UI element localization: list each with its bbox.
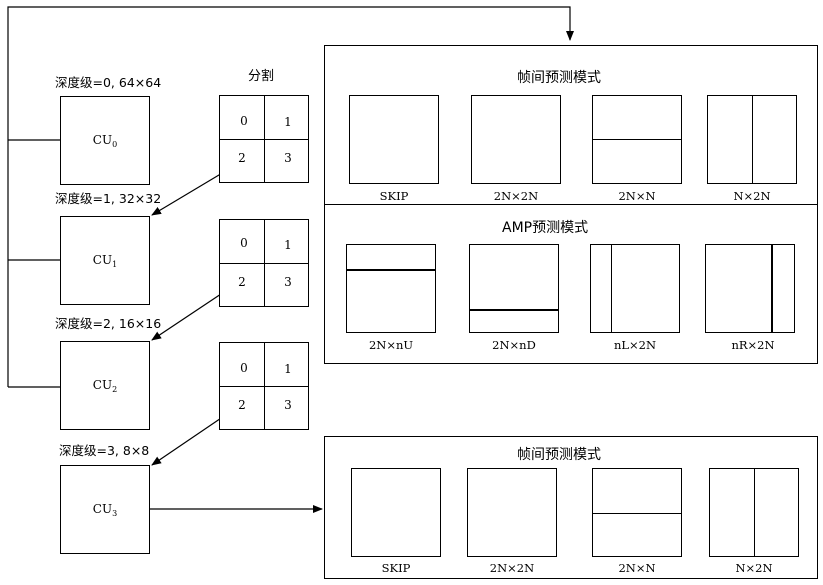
cu-block-3: CU3 [60,465,150,554]
quadrant-label: 3 [278,151,298,165]
mode-caption: nR×2N [708,338,798,352]
mode-caption: nL×2N [590,338,680,352]
mode-caption: SKIP [351,561,441,575]
quadrant-label: 0 [234,361,254,375]
cu-label: CU0 [93,133,117,149]
quadrant-label: 0 [234,236,254,250]
mode-skip-bottom [351,468,441,557]
mode-caption: 2N×N [592,189,682,203]
panel-divider [325,204,817,205]
quadrant-label: 2 [232,151,252,165]
prediction-panel-bottom: 帧间预测模式 SKIP 2N×2N 2N×N N×2N [324,436,818,579]
mode-caption: 2N×2N [471,189,561,203]
mode-2nxn-top [592,95,682,184]
mode-2nx2n-top [471,95,561,184]
mode-nrx2n [705,244,795,333]
depth-label-0: 深度级=0, 64×64 [55,75,161,90]
cu-label: CU3 [93,502,117,518]
mode-caption: 2N×nD [469,338,559,352]
mode-2nxn-bottom [592,468,682,557]
mode-caption: N×2N [709,561,799,575]
mode-caption: 2N×N [592,561,682,575]
mode-nlx2n [590,244,680,333]
mode-caption: 2N×2N [467,561,557,575]
quadrant-label: 0 [234,114,254,128]
depth-label-1: 深度级=1, 32×32 [55,191,161,206]
mode-skip-top [349,95,439,184]
mode-caption: SKIP [349,189,439,203]
cu-label: CU2 [93,378,117,394]
mode-caption: 2N×nU [346,338,436,352]
prediction-panel-top: 帧间预测模式 SKIP 2N×2N 2N×N N×2N AMP预测模式 2N×n… [324,45,818,364]
quadrant-label: 3 [278,275,298,289]
split-grid-1: 0 1 2 3 [219,219,309,307]
inter-title-bottom: 帧间预测模式 [517,444,601,464]
depth-label-3: 深度级=3, 8×8 [59,443,149,458]
quadrant-label: 3 [278,398,298,412]
split-heading: 分割 [248,70,274,84]
mode-2nxnd [469,244,559,333]
cu-block-0: CU0 [60,96,150,185]
cu-label: CU1 [93,253,117,269]
mode-nx2n-bottom [709,468,799,557]
quadrant-label: 1 [278,362,298,376]
depth-label-2: 深度级=2, 16×16 [55,316,161,331]
split-grid-0: 0 1 2 3 [219,95,309,183]
split-grid-2: 0 1 2 3 [219,342,309,430]
quadrant-label: 1 [278,115,298,129]
mode-2nx2n-bottom [467,468,557,557]
mode-caption: N×2N [707,189,797,203]
inter-title-top: 帧间预测模式 [517,67,601,87]
cu-block-1: CU1 [60,216,150,305]
quadrant-label: 1 [278,238,298,252]
mode-nx2n-top [707,95,797,184]
quadrant-label: 2 [232,398,252,412]
mode-2nxnu [346,244,436,333]
cu-block-2: CU2 [60,341,150,430]
amp-title: AMP预测模式 [502,217,588,237]
quadrant-label: 2 [232,275,252,289]
